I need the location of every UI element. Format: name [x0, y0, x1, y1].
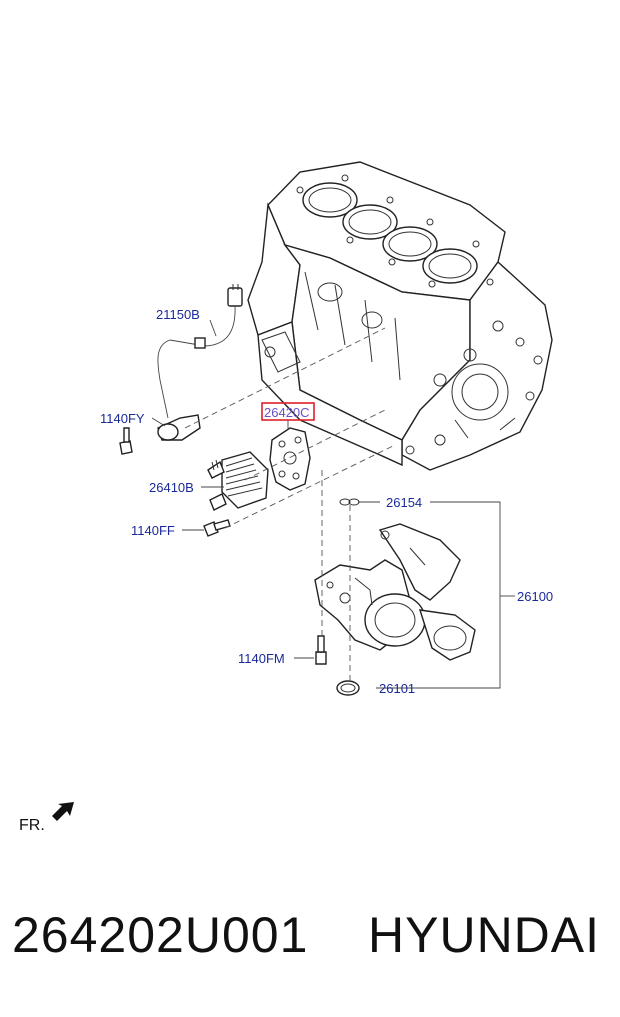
highlight-box [261, 402, 315, 421]
front-direction-marker: FR. [19, 802, 74, 834]
label-1140ff: 1140FF [131, 523, 175, 538]
label-26410b: 26410B [149, 480, 194, 495]
front-arrow-icon [52, 802, 74, 821]
label-1140fm: 1140FM [238, 651, 285, 666]
assembly-lines [184, 327, 396, 680]
o-ring-26154 [339, 498, 360, 506]
footer: 264202U001 HYUNDAI [0, 900, 620, 980]
label-26100: 26100 [517, 589, 553, 604]
oil-cooler [207, 451, 269, 511]
leader-lines [151, 319, 515, 689]
bolt-1140fm [315, 635, 327, 665]
bolt-1140fy [119, 427, 133, 455]
label-26420c: 26420C [264, 405, 310, 420]
front-label: FR. [19, 817, 45, 834]
bolt-1140ff [203, 519, 231, 537]
gasket [269, 427, 311, 491]
label-26101: 26101 [379, 681, 415, 696]
parts-diagram: 21150B 1140FY 26420C 26410B 1140FF 26154… [19, 161, 553, 834]
label-1140fy: 1140FY [100, 411, 145, 426]
part-number: 264202U001 [12, 907, 309, 963]
label-26154: 26154 [386, 495, 422, 510]
knock-sensor-harness [157, 284, 243, 441]
o-ring-26101 [336, 680, 360, 696]
label-21150b: 21150B [156, 307, 200, 322]
oil-pump-assy [314, 523, 476, 661]
brand-name: HYUNDAI [368, 907, 601, 963]
engine-block [247, 161, 553, 471]
